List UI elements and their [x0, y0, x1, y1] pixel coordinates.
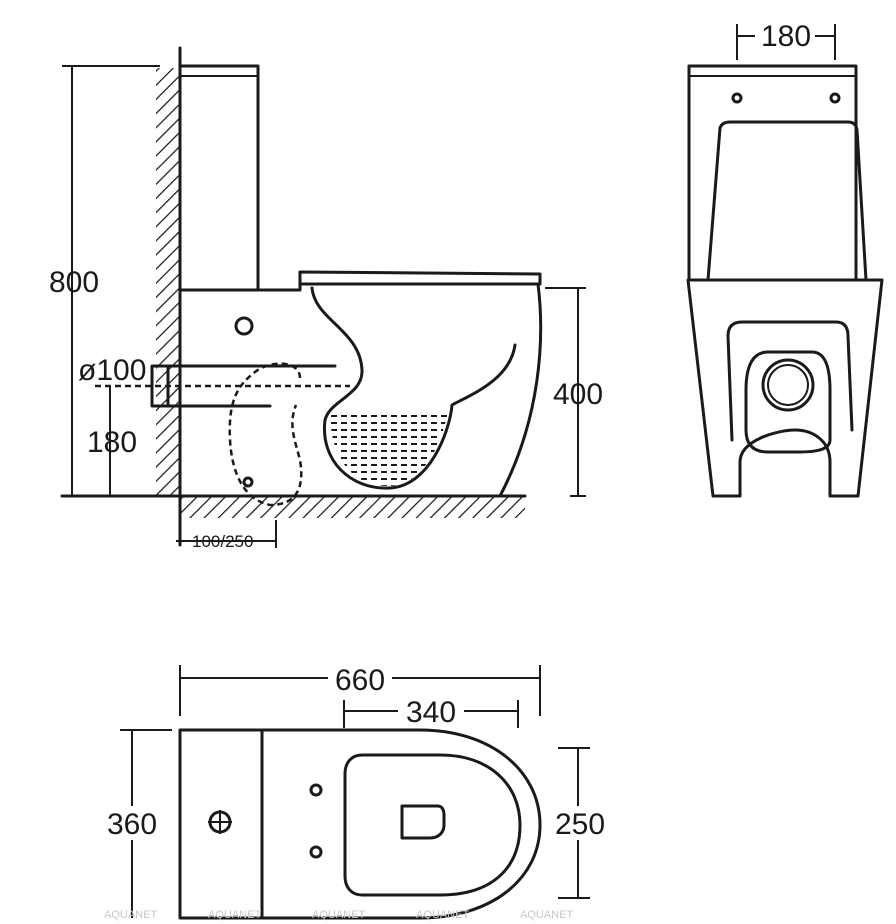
dim-pipe-diameter: ø100 [78, 354, 146, 387]
front-view: 180 [686, 18, 884, 498]
bowl-outline [178, 270, 543, 498]
svg-text:AQUANET: AQUANET [520, 909, 573, 921]
seat-outline [343, 753, 522, 897]
tank-outline [178, 64, 260, 292]
outlet-front-circle [761, 358, 815, 412]
floor-hatch [180, 496, 525, 518]
dim-tank-top-width: 180 [761, 20, 811, 53]
drain-pipe [150, 364, 337, 408]
floor-outlet-dashed [228, 362, 303, 507]
trap-curve [310, 286, 517, 490]
top-view: 660 340 360 250 [100, 662, 612, 920]
top-outline [178, 728, 542, 920]
water-surface [330, 412, 448, 486]
inlet-hole [234, 316, 254, 336]
watermark-strip: AQUANET AQUANET AQUANET AQUANET AQUANET [104, 909, 573, 921]
dim-outlet-offset: 100/250 [192, 532, 253, 551]
pedestal-front-outline [686, 278, 884, 498]
svg-text:AQUANET: AQUANET [312, 909, 365, 921]
dim-total-length: 660 [335, 664, 385, 697]
dim-bowl-height: 400 [553, 378, 603, 411]
side-view: 800 ø100 180 400 100/250 [49, 46, 603, 551]
svg-text:AQUANET: AQUANET [208, 909, 261, 921]
wall-hatch [156, 68, 180, 496]
svg-text:AQUANET: AQUANET [416, 909, 469, 921]
dim-seat-width: 250 [555, 808, 605, 841]
dim-outlet-height: 180 [87, 426, 137, 459]
dim-total-width: 360 [107, 808, 157, 841]
dim-bowl-length: 340 [406, 696, 456, 729]
bowl-opening [400, 804, 446, 840]
dim-total-height: 800 [49, 266, 99, 299]
svg-text:AQUANET: AQUANET [104, 909, 157, 921]
